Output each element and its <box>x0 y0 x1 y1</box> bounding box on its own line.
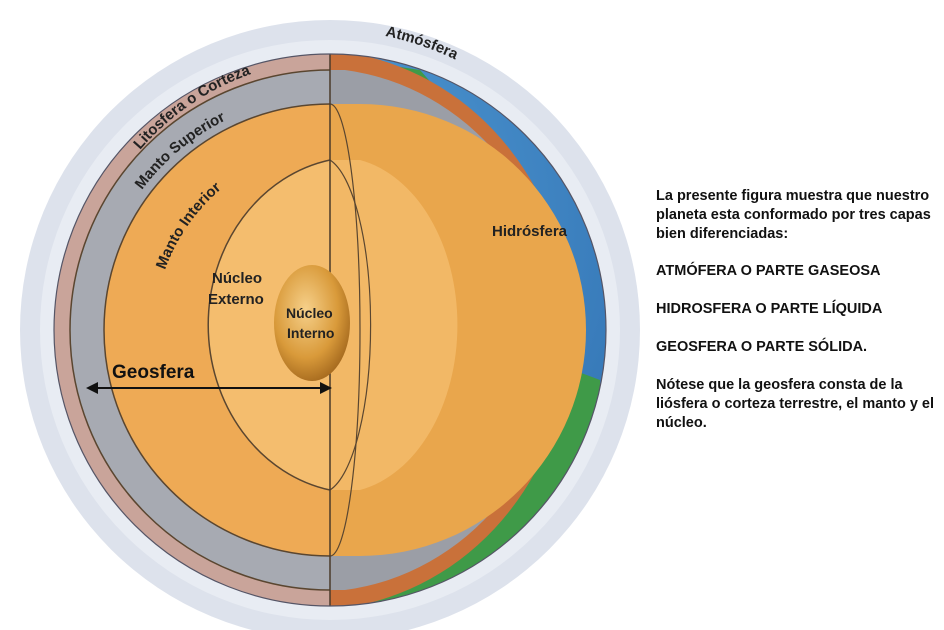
boundary-line-right-2 <box>329 159 372 491</box>
description-intro: La presente figura muestra que nuestro p… <box>656 188 931 242</box>
boundary-line-1 <box>69 69 331 591</box>
description-layer-hidrosfera: HIDROSFERA O PARTE LÍQUIDA <box>656 301 883 317</box>
boundary-line-3 <box>207 159 331 491</box>
geosfera-arrow-head-left <box>86 382 98 394</box>
label-nucleo-interno-line2: Interno <box>287 325 334 341</box>
outer-core-front <box>208 160 330 490</box>
geosfera-arrow-head-right <box>320 382 332 394</box>
label-nucleo-interno-line1: Núcleo <box>286 305 333 321</box>
boundary-line-right-1 <box>329 103 361 557</box>
label-nucleo-externo-line2: Externo <box>208 291 264 308</box>
globe-outline <box>53 53 607 607</box>
label-nucleo-externo-line1: Núcleo <box>212 270 262 287</box>
label-geosfera: Geosfera <box>112 362 195 383</box>
description-layer-atmosfera: ATMÓFERA O PARTE GASEOSA <box>656 263 881 279</box>
inner-core <box>274 265 350 381</box>
label-hidrosfera: Hidrósfera <box>492 223 568 240</box>
earth-layers-diagram: Litosfera o Corteza Manto Superior Manto… <box>20 20 640 630</box>
description-layer-geosfera: GEOSFERA O PARTE SÓLIDA. <box>656 339 868 355</box>
boundary-line-2 <box>103 103 331 557</box>
description-note: Nótese que la geosfera consta de la liós… <box>656 377 935 431</box>
